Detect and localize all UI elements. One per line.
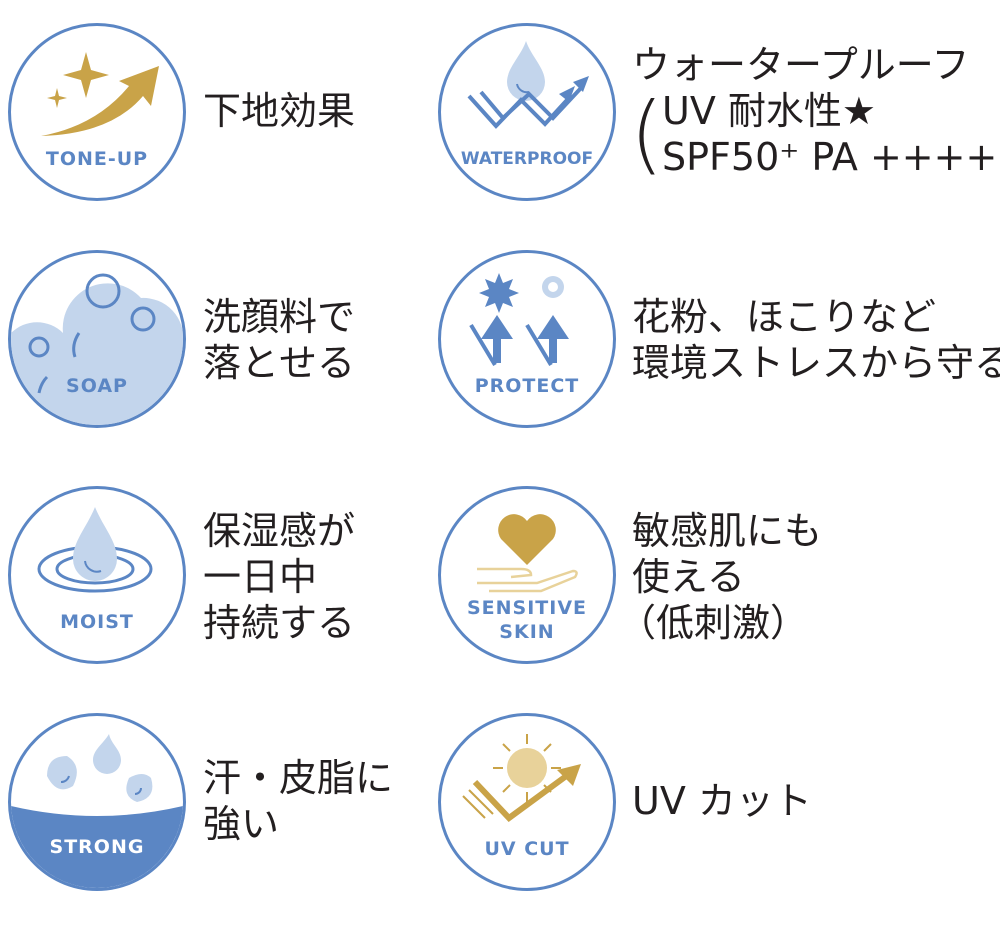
shield-arrows-icon — [469, 273, 569, 367]
waterproof-line-1: ウォータープルーフ — [632, 43, 970, 87]
protect-line-1: 花粉、ほこりなど — [632, 295, 937, 339]
protect-line-2: 環境ストレスから守る — [632, 341, 1000, 385]
soap-line-1: 洗顔料で — [203, 295, 356, 339]
strong-line-2: 強い — [203, 802, 280, 846]
uv-cut-badge: UV CUT — [438, 713, 616, 891]
moist-line-3: 持続する — [203, 601, 356, 645]
sun-arrow-icon — [462, 734, 581, 822]
waterproof-line-3: SPF50⁺ PA ++++ — [662, 135, 998, 179]
drop-ripple-icon — [37, 507, 153, 593]
heart-hand-icon — [477, 514, 578, 593]
sensitive-line-2: 使える — [632, 555, 745, 599]
waterproof-badge: WATERPROOF — [438, 23, 616, 201]
waterproof-badge-label: WATERPROOF — [460, 149, 594, 169]
protect-badge-label: PROTECT — [474, 375, 580, 397]
tone-up-description: 下地効果 — [203, 89, 356, 133]
soap-badge: SOAP — [8, 250, 186, 428]
sensitive-line-1: 敏感肌にも — [632, 509, 823, 553]
waterproof-description: ウォータープルーフ UV 耐水性★ SPF50⁺ PA ++++ — [632, 42, 997, 180]
moist-badge: MOIST — [8, 486, 186, 664]
protect-description: 花粉、ほこりなど 環境ストレスから守る — [632, 294, 1000, 386]
waterproof-bracket: ( — [630, 84, 664, 184]
uv-cut-badge-label: UV CUT — [484, 838, 570, 860]
sparkle-arrow-icon — [41, 52, 159, 136]
sensitive-skin-badge-label-1: SENSITIVE — [466, 597, 588, 619]
splash-icon — [11, 734, 183, 888]
sensitive-skin-badge-label-2: SKIN — [499, 621, 555, 643]
bubbles-icon — [11, 273, 183, 425]
soap-badge-label: SOAP — [66, 375, 128, 397]
protect-badge: PROTECT — [438, 250, 616, 428]
sensitive-skin-badge: SENSITIVE SKIN — [438, 486, 616, 664]
tone-up-badge: TONE-UP — [8, 23, 186, 201]
moist-description: 保湿感が 一日中 持続する — [203, 508, 355, 646]
tone-up-badge-label: TONE-UP — [45, 148, 149, 170]
moist-line-2: 一日中 — [203, 555, 318, 599]
sensitive-line-3: （低刺激） — [618, 601, 809, 645]
moist-badge-label: MOIST — [60, 611, 134, 633]
soap-line-2: 落とせる — [203, 341, 356, 385]
moist-line-1: 保湿感が — [203, 509, 356, 553]
uv-cut-description: UV カット — [632, 779, 812, 823]
strong-description: 汗・皮脂に 強い — [203, 755, 393, 847]
waterproof-line-2: UV 耐水性★ — [662, 89, 876, 133]
sensitive-skin-description: 敏感肌にも 使える （低刺激） — [618, 508, 823, 646]
strong-badge: STRONG — [8, 713, 186, 891]
water-drop-arrow-icon — [467, 41, 589, 129]
strong-badge-label: STRONG — [49, 836, 145, 858]
strong-line-1: 汗・皮脂に — [203, 756, 394, 800]
soap-description: 洗顔料で 落とせる — [203, 294, 355, 386]
